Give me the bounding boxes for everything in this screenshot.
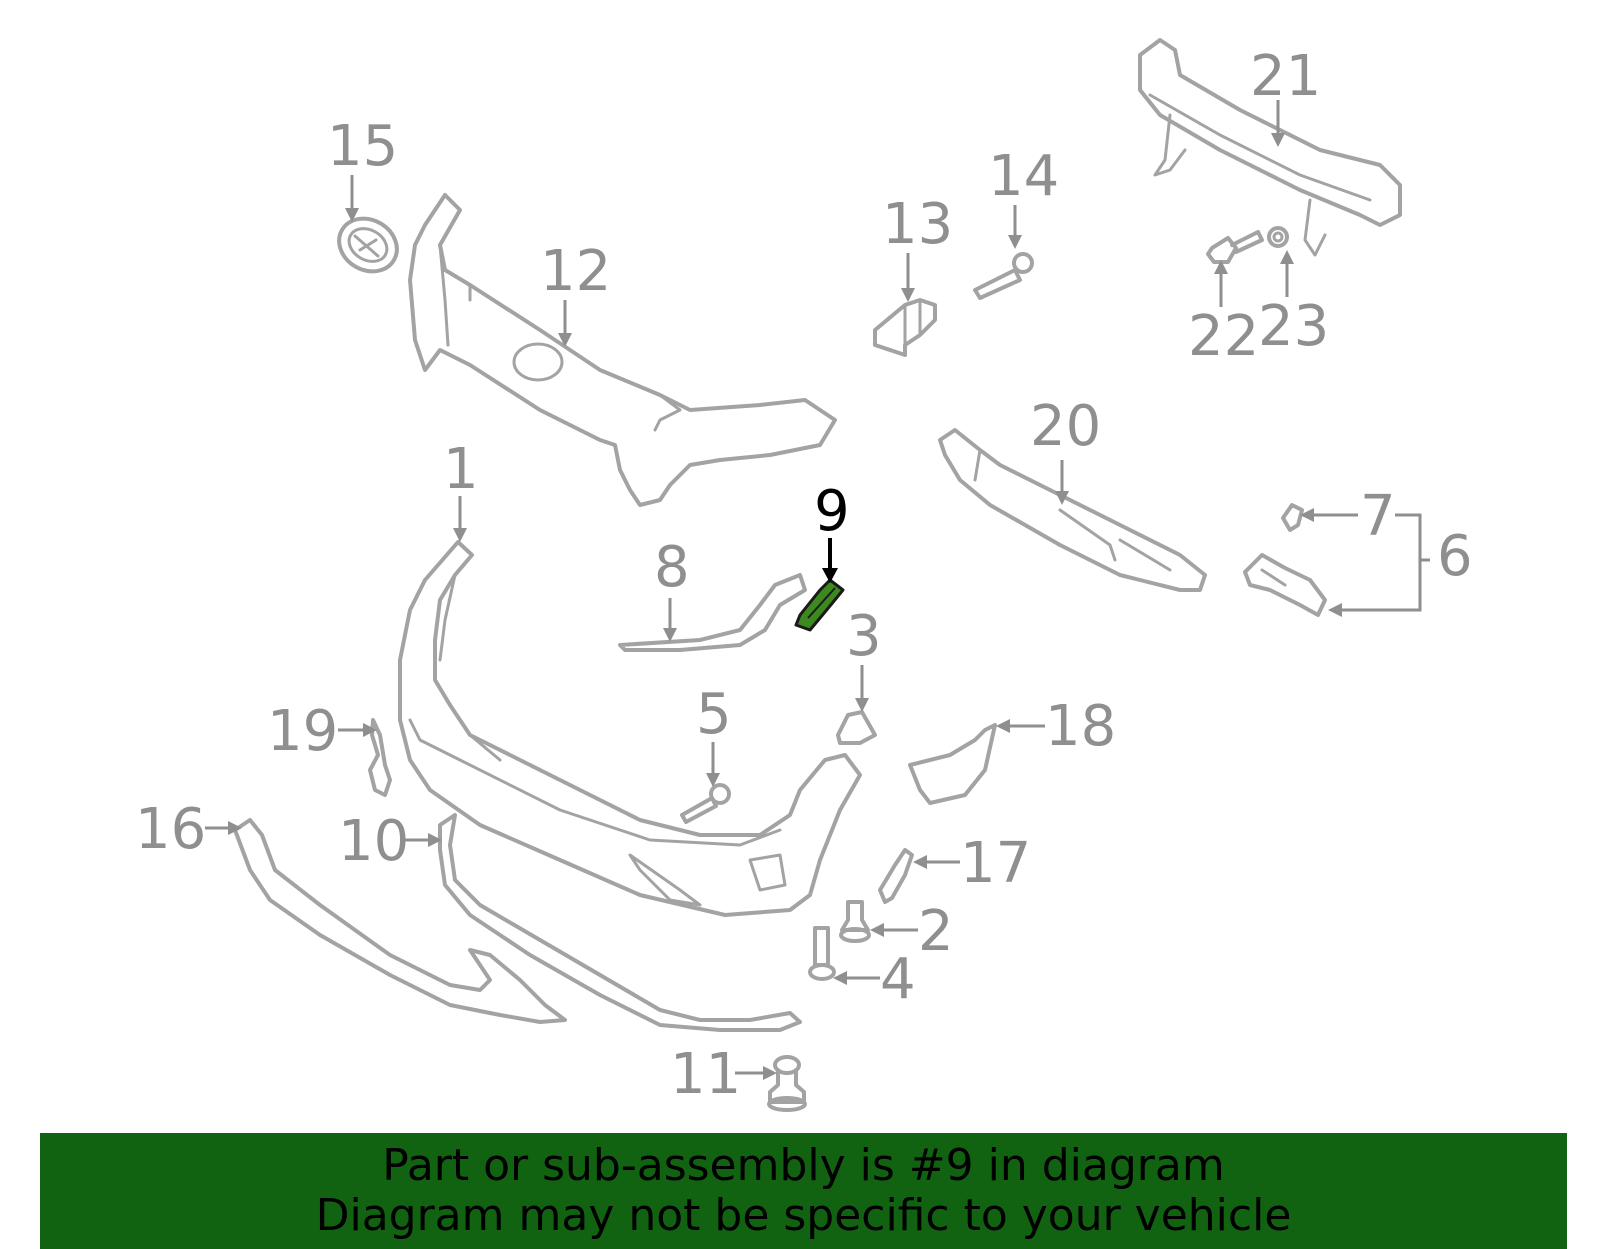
callout-18[interactable]: 18 [1045,694,1116,759]
callout-12[interactable]: 12 [540,239,611,304]
part-19-bracket[interactable] [368,718,392,797]
leader-arrows [205,100,1430,1080]
part-11-push-clip[interactable] [767,1055,807,1112]
info-banner: Part or sub-assembly is #9 in diagram Di… [40,1133,1567,1249]
part-16-lower-garnish[interactable] [233,818,567,1024]
callout-6[interactable]: 6 [1437,524,1473,589]
part-3-retainer[interactable] [836,710,877,745]
banner-line-2: Diagram may not be specific to your vehi… [315,1190,1292,1241]
part-21-beam[interactable] [1138,38,1402,257]
part-9-bracket-highlighted[interactable] [794,578,845,632]
part-10-lower-trim[interactable] [438,813,802,1032]
part-15-emblem[interactable] [330,208,407,281]
part-17-clip[interactable] [878,848,914,904]
part-4-bolt[interactable] [808,926,836,981]
callout-13[interactable]: 13 [882,192,953,257]
part-14-screw[interactable] [973,252,1034,300]
callout-21[interactable]: 21 [1250,44,1321,109]
part-6-bracket[interactable] [1243,553,1327,617]
callout-23[interactable]: 23 [1258,294,1329,359]
callout-7[interactable]: 7 [1360,484,1396,549]
callout-labels: 15 12 13 14 21 22 23 20 1 9 7 6 8 3 5 18… [135,44,1473,1107]
callout-9-highlighted[interactable]: 9 [814,479,850,544]
callout-16[interactable]: 16 [135,797,206,862]
callout-20[interactable]: 20 [1030,394,1101,459]
part-23-nut[interactable] [1267,226,1289,248]
callout-15[interactable]: 15 [327,114,398,179]
part-13-bracket[interactable] [873,298,937,357]
callout-14[interactable]: 14 [988,144,1059,209]
part-5-screw[interactable] [680,783,731,824]
part-18-side-bracket[interactable] [908,723,997,805]
part-8-garnish[interactable] [618,573,807,652]
callout-17[interactable]: 17 [960,831,1031,896]
banner-line-1: Part or sub-assembly is #9 in diagram [382,1140,1225,1191]
callout-11[interactable]: 11 [670,1042,741,1107]
callout-5[interactable]: 5 [696,682,732,747]
callout-19[interactable]: 19 [267,699,338,764]
callout-3[interactable]: 3 [846,604,882,669]
callout-4[interactable]: 4 [880,947,916,1012]
part-12-grille[interactable] [408,193,837,507]
callout-2[interactable]: 2 [918,899,954,964]
callout-1[interactable]: 1 [443,437,479,502]
part-7-clip[interactable] [1281,503,1304,532]
part-22-bolt[interactable] [1206,230,1264,264]
part-20-absorber[interactable] [938,428,1207,592]
part-1-bumper-fascia[interactable] [398,540,862,917]
part-2-bolt[interactable] [839,900,871,943]
callout-8[interactable]: 8 [654,535,690,600]
callout-10[interactable]: 10 [338,809,409,874]
callout-22[interactable]: 22 [1188,304,1259,369]
